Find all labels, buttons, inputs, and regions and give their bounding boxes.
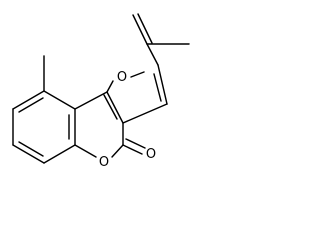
atom-label-carbonyl-oxygen: O — [146, 147, 156, 162]
bond-c3-c3a — [122, 103, 168, 124]
bond-isopropenyl-double-1 — [132, 14, 148, 45]
bond-c9-c8 — [12, 90, 45, 110]
bond-c3a-c9b-inner — [103, 94, 118, 120]
bond-c7-c6-inner — [18, 141, 44, 157]
atom-label-furan-oxygen: O — [117, 70, 127, 85]
bond-carbonyl-2 — [125, 138, 146, 149]
bond-c6-c5a — [43, 144, 76, 164]
atom-label-layer: O O O — [99, 70, 156, 170]
bond-c3a-c9b — [106, 91, 124, 124]
bond-o1-c2 — [130, 71, 145, 78]
bond-layer — [12, 13, 190, 164]
molecule-diagram: O O O — [12, 13, 190, 170]
bond-c5a-o5 — [74, 144, 97, 158]
bond-c9b-c9a — [74, 91, 108, 110]
bond-c2-c3-inner — [153, 73, 162, 102]
bond-c7-c6 — [12, 144, 45, 164]
bond-carbonyl-1 — [122, 144, 143, 155]
bond-o5-c4 — [111, 144, 124, 158]
bond-c2-c3 — [157, 64, 168, 105]
bond-c9b-o1 — [106, 80, 114, 93]
bond-c9a-c9 — [43, 90, 76, 110]
bond-isopropenyl-double-2 — [137, 13, 153, 44]
bond-isopropenyl-c-c2 — [146, 43, 159, 66]
structure-canvas: O O O — [12, 13, 190, 170]
bond-c9-c8-inner — [18, 97, 44, 113]
atom-label-lactone-ring-oxygen: O — [99, 155, 109, 170]
